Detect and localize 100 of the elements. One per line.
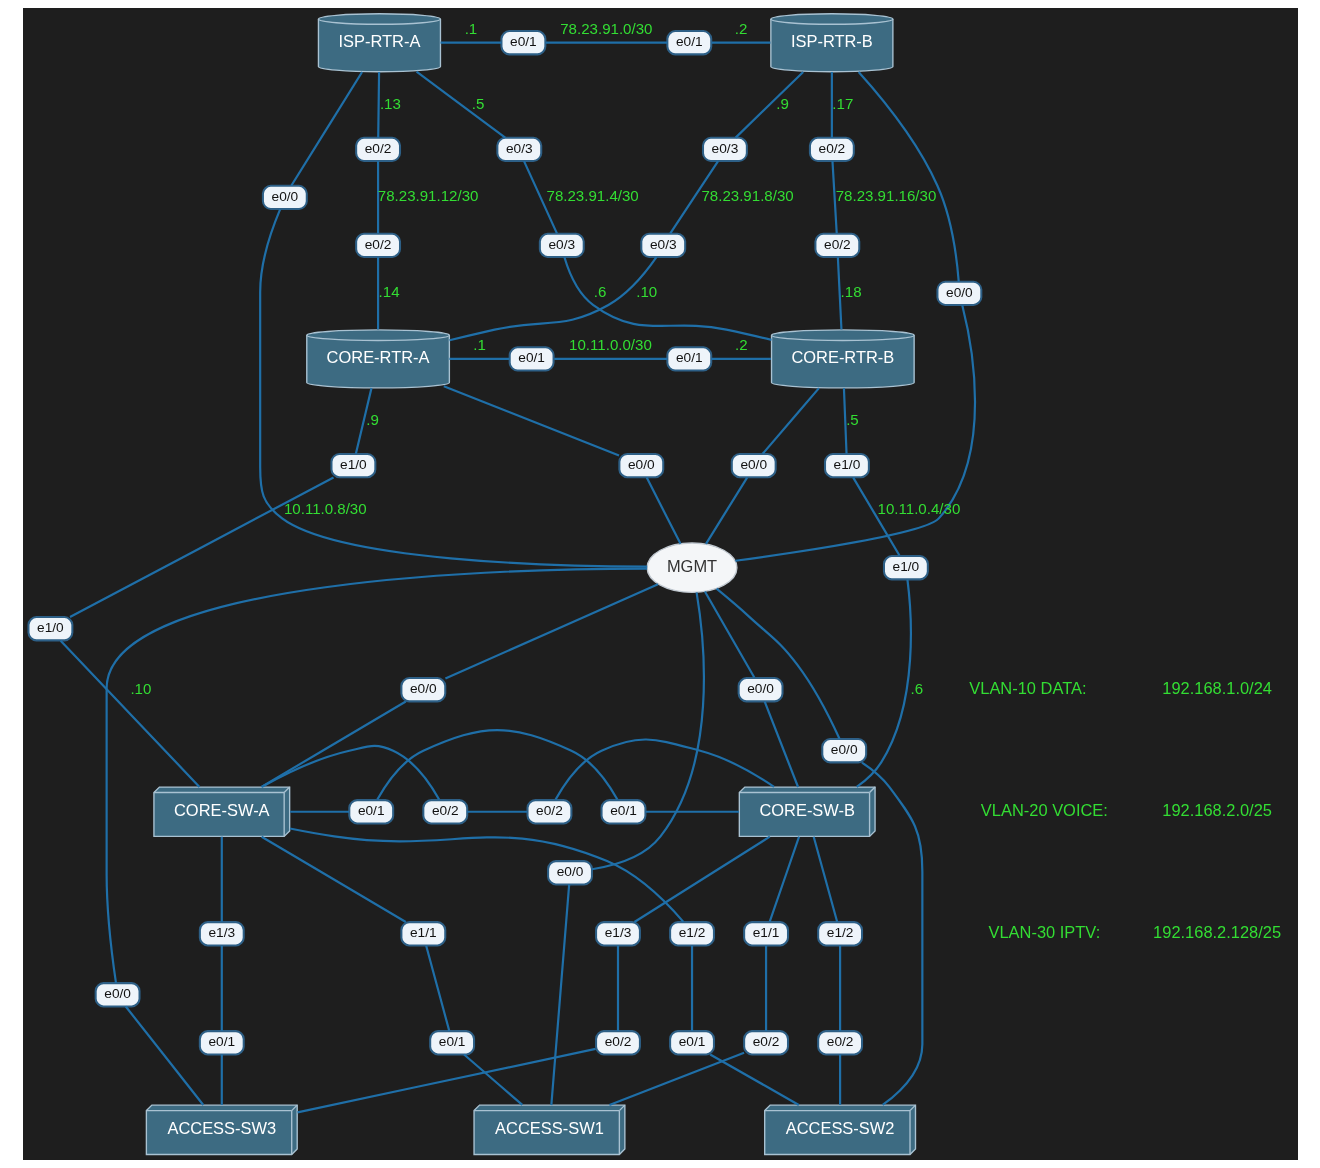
node-box: e0/1	[508, 346, 555, 372]
edge-label: 78.23.91.16/30	[835, 187, 936, 205]
edge-label: 10.11.0.0/30	[568, 336, 652, 354]
node-box: e1/1	[399, 921, 446, 947]
edge-label: 78.23.91.8/30	[700, 187, 794, 205]
connector	[545, 41, 667, 44]
connector	[711, 41, 770, 44]
connector	[260, 835, 406, 923]
connector	[645, 477, 681, 545]
edge-label: .10	[635, 283, 657, 301]
node-box: e0/0	[546, 860, 593, 886]
node-ellipse: MGMT	[645, 542, 738, 594]
node-box: e1/1	[742, 921, 789, 947]
node-box: e1/0	[882, 555, 929, 581]
edge-label: .17	[831, 94, 853, 112]
label: 192.168.1.0/24	[1161, 678, 1272, 697]
node-box: e1/0	[329, 452, 376, 479]
connector	[260, 744, 440, 801]
node-box: e0/2	[526, 799, 572, 825]
node-box: e0/2	[813, 232, 860, 259]
node-box: e1/0	[26, 616, 73, 642]
connector	[761, 387, 820, 455]
node-box: e1/2	[816, 921, 863, 947]
node-box: e0/2	[816, 1030, 863, 1056]
connector	[448, 357, 509, 360]
connector	[444, 583, 658, 680]
connector	[289, 827, 684, 923]
node-box: e0/0	[737, 677, 784, 703]
connector	[734, 305, 976, 562]
node-box: e0/3	[538, 232, 585, 259]
connector	[633, 835, 770, 923]
edge-label: .6	[910, 679, 923, 697]
connector	[59, 640, 200, 788]
connector	[764, 945, 767, 1031]
connector	[812, 836, 838, 923]
connector	[376, 257, 379, 330]
connector	[442, 385, 619, 457]
connector	[830, 71, 833, 138]
connector	[562, 256, 772, 341]
node-box: e1/2	[668, 921, 715, 947]
connector	[703, 590, 755, 679]
connector	[763, 701, 799, 788]
edge-label: 78.23.91.4/30	[546, 187, 639, 205]
node-box: e0/3	[495, 136, 542, 163]
connector	[855, 579, 912, 788]
connector	[734, 71, 804, 139]
node-box: e0/0	[617, 452, 664, 479]
node-box: e1/3	[594, 921, 641, 947]
connector	[851, 477, 900, 557]
edge-label: .6	[593, 283, 606, 301]
node-box: e0/3	[639, 232, 686, 259]
connector	[462, 1053, 523, 1106]
node-box: e0/1	[499, 30, 546, 56]
connector	[220, 836, 223, 922]
connector	[553, 357, 667, 360]
connector	[709, 1053, 799, 1106]
node-box: e1/3	[198, 921, 245, 947]
label: VLAN-20 VOICE:	[980, 801, 1108, 819]
connector	[715, 587, 841, 740]
connector	[289, 71, 363, 187]
connector	[591, 592, 705, 871]
connector	[860, 761, 923, 1106]
edge-label: .2	[734, 20, 747, 38]
edge-label: 10.11.0.8/30	[283, 499, 367, 517]
connector	[375, 729, 618, 801]
connector	[220, 1054, 223, 1105]
connector	[424, 945, 450, 1032]
connector	[466, 810, 527, 813]
node-box: e0/0	[261, 184, 308, 211]
connector	[842, 388, 848, 454]
edge-label: .18	[840, 283, 862, 301]
node-box: e0/1	[600, 799, 646, 825]
edge-label: 78.23.91.0/30	[559, 20, 652, 38]
label: VLAN-30 IPTV:	[987, 923, 1100, 942]
connector	[836, 257, 843, 330]
connector	[616, 945, 619, 1031]
node-box: e0/2	[808, 136, 855, 163]
edge-label: .10	[129, 679, 151, 697]
connector	[838, 945, 841, 1031]
connector	[830, 161, 838, 234]
connector	[448, 256, 657, 342]
connector	[260, 700, 406, 788]
edge-label: .1	[464, 20, 477, 38]
connector	[690, 945, 693, 1031]
connector	[258, 209, 647, 568]
node-box: e0/2	[742, 1030, 789, 1056]
connector	[608, 1051, 744, 1107]
edge-label: .9	[775, 94, 789, 112]
node-box: e0/0	[399, 677, 446, 703]
label: 192.168.2.128/25	[1152, 923, 1281, 942]
node-box: e0/1	[428, 1030, 475, 1056]
label: 192.168.2.0/25	[1161, 801, 1272, 819]
connector	[549, 884, 570, 1106]
node-box: e0/2	[354, 232, 401, 259]
node-box: e1/0	[823, 452, 870, 479]
connector	[296, 1047, 596, 1114]
connector	[354, 387, 373, 455]
node-box: e0/1	[347, 799, 394, 825]
edge-label: .1	[472, 336, 486, 354]
node-box: e0/0	[730, 452, 777, 479]
